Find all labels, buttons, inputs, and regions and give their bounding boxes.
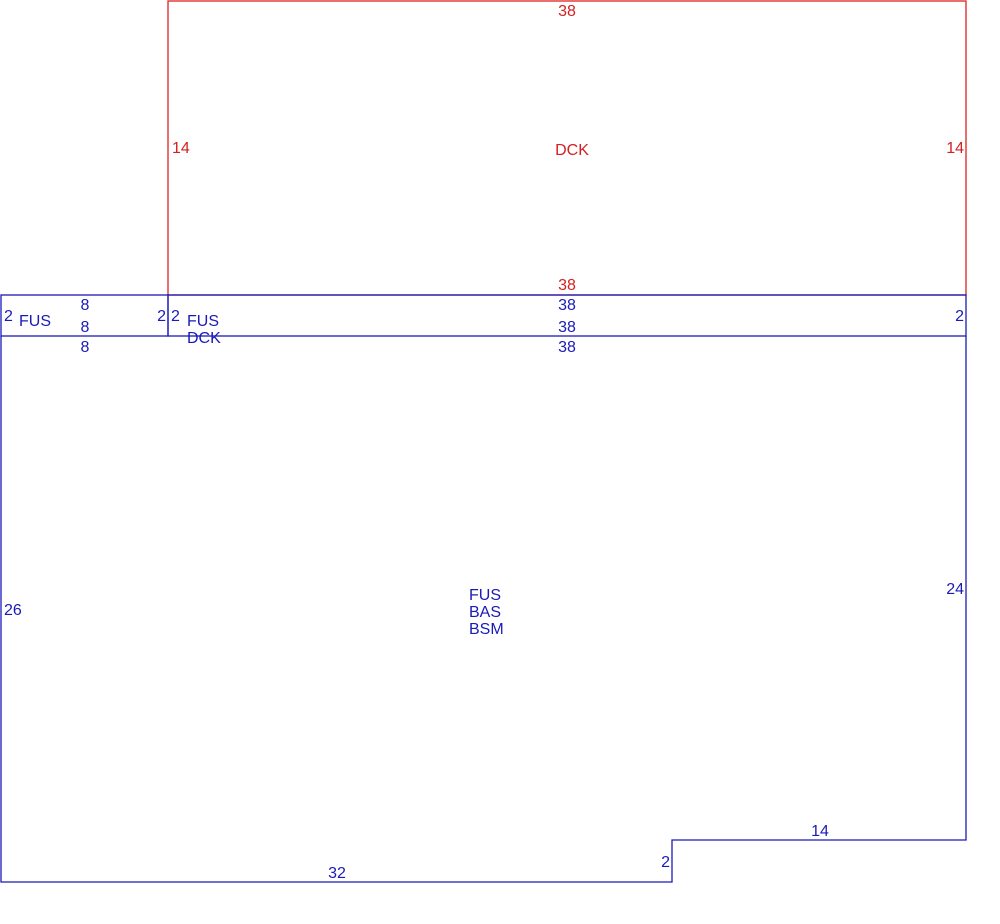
- main-dim-step-top: 14: [811, 823, 829, 840]
- deck-label: DCK: [555, 142, 589, 159]
- fus-dck-label-1: FUS: [187, 313, 219, 330]
- main-label-1: FUS: [469, 587, 501, 604]
- fus-dck-dim-middle: 38: [558, 319, 576, 336]
- fus-small-dim-bottom: 8: [81, 339, 90, 356]
- fus-small-dim-top: 8: [81, 297, 90, 314]
- main-dim-left: 26: [4, 602, 22, 619]
- fus-dck-outline[interactable]: [167, 294, 967, 337]
- main-dim-right: 24: [946, 581, 964, 598]
- fus-small-dim-middle: 8: [81, 319, 90, 336]
- fus-dck-dim-right: 2: [955, 308, 964, 325]
- deck-dim-top: 38: [558, 3, 576, 20]
- deck-dim-bottom: 38: [558, 277, 576, 294]
- fus-dck-dim-top: 38: [558, 297, 576, 314]
- main-outline[interactable]: [0, 336, 967, 883]
- fus-small-label: FUS: [19, 313, 51, 330]
- main-dim-step-side: 2: [661, 854, 670, 871]
- fus-small-dim-left: 2: [4, 308, 13, 325]
- main-label-3: BSM: [469, 621, 504, 638]
- fus-dck-label-2: DCK: [187, 330, 221, 347]
- fus-dck-dim-bottom: 38: [558, 339, 576, 356]
- fus-dck-dim-left: 2: [171, 308, 180, 325]
- deck-dim-left: 14: [172, 140, 190, 157]
- fus-small-dim-right: 2: [157, 308, 166, 325]
- main-dim-bottom: 32: [328, 865, 346, 882]
- deck-dim-right: 14: [946, 140, 964, 157]
- main-label-2: BAS: [469, 604, 501, 621]
